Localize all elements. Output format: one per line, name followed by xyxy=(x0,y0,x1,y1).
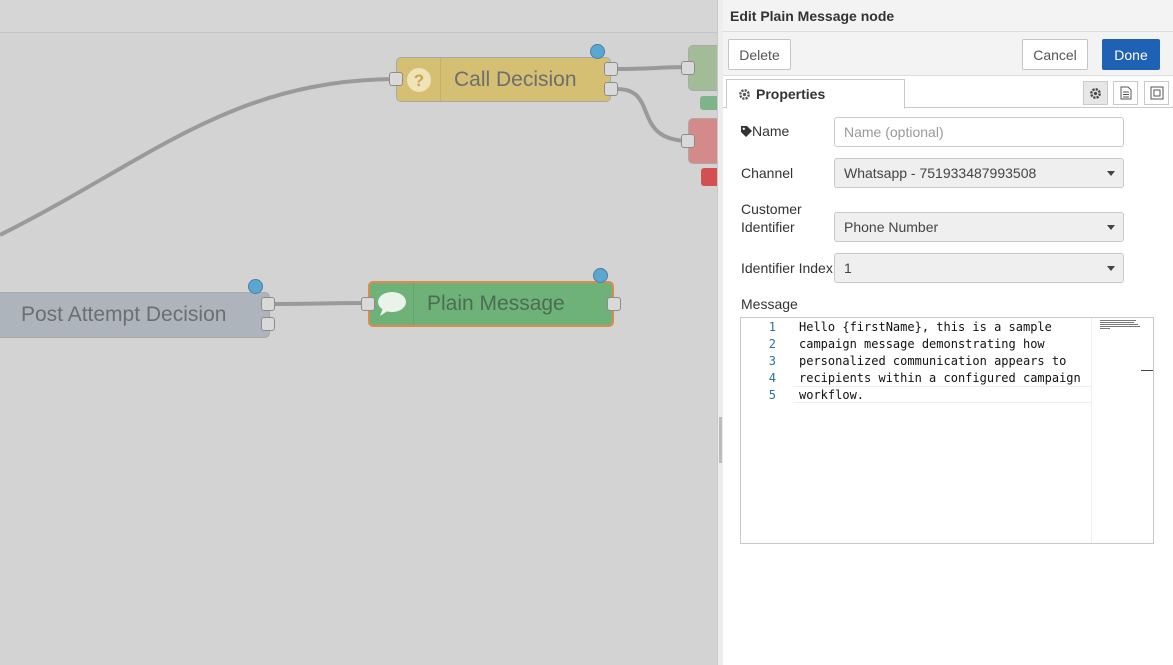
tray-title: Edit Plain Message node xyxy=(723,0,1173,32)
plain-message-input-port[interactable] xyxy=(361,297,375,311)
node-input-port[interactable] xyxy=(681,61,695,75)
line-number: 2 xyxy=(768,337,776,351)
call-decision-output-port-1[interactable] xyxy=(604,62,618,76)
call-decision-output-port-2[interactable] xyxy=(604,82,618,96)
plain-message-icon-area xyxy=(370,283,414,325)
editor-minimap[interactable] xyxy=(1091,318,1153,543)
tab-properties-label: Properties xyxy=(756,86,826,102)
tab-properties[interactable]: Properties xyxy=(726,79,905,109)
minimap-line xyxy=(1100,322,1134,323)
identifier-index-select[interactable]: 1 xyxy=(834,253,1124,283)
chevron-down-icon xyxy=(1107,171,1115,176)
customer-identifier-label-line1: Customer xyxy=(741,201,802,217)
minimap-line xyxy=(1100,324,1138,325)
message-label: Message xyxy=(741,296,798,312)
post-attempt-changed-indicator xyxy=(248,279,263,294)
call-decision-input-port[interactable] xyxy=(389,72,403,86)
question-icon: ? xyxy=(406,67,431,92)
tag-icon xyxy=(741,126,752,137)
customer-identifier-select-value: Phone Number xyxy=(844,219,939,235)
node-error-badge xyxy=(701,168,717,186)
plain-message-node[interactable]: Plain Message xyxy=(368,281,614,327)
editor-line[interactable]: campaign message demonstrating how xyxy=(799,337,1045,351)
editor-line[interactable]: Hello {firstName}, this is a sample xyxy=(799,320,1052,334)
channel-select[interactable]: Whatsapp - 751933487993508 xyxy=(834,158,1124,188)
edit-node-tray: Edit Plain Message node Delete Cancel Do… xyxy=(723,0,1173,665)
speech-bubble-icon xyxy=(377,292,406,316)
wire-call-decision-out-2 xyxy=(616,87,691,143)
flow-canvas[interactable]: ? Call Decision Post Attempt Decision Pl… xyxy=(0,0,717,665)
name-input[interactable] xyxy=(834,117,1124,147)
call-decision-icon-area: ? xyxy=(397,58,441,101)
plain-message-output-port[interactable] xyxy=(607,297,621,311)
editor-current-line xyxy=(793,386,1091,403)
plain-message-label: Plain Message xyxy=(427,292,565,315)
message-code-editor[interactable]: 1 2 3 4 5 Hello {firstName}, this is a s… xyxy=(740,317,1154,544)
post-attempt-output-port-2[interactable] xyxy=(261,317,275,331)
wire-post-to-plain xyxy=(274,301,369,306)
post-attempt-decision-node[interactable]: Post Attempt Decision xyxy=(0,292,270,338)
tray-toolbar: Delete Cancel Done xyxy=(723,32,1173,76)
call-decision-node[interactable]: ? Call Decision xyxy=(396,57,611,102)
editor-gutter: 1 2 3 4 5 xyxy=(741,318,791,543)
call-decision-label: Call Decision xyxy=(454,67,577,91)
svg-text:?: ? xyxy=(413,71,423,90)
cancel-button[interactable]: Cancel xyxy=(1022,39,1088,70)
customer-identifier-select[interactable]: Phone Number xyxy=(834,212,1124,242)
identifier-index-select-value: 1 xyxy=(844,260,852,276)
tray-tabs: Properties xyxy=(723,76,1173,109)
node-status-bar xyxy=(700,96,717,110)
appearance-icon xyxy=(1150,86,1163,100)
name-label-text: Name xyxy=(752,123,790,139)
tab-node-settings[interactable] xyxy=(1083,81,1108,105)
editor-line[interactable]: personalized communication appears to xyxy=(799,354,1067,368)
plain-message-changed-indicator xyxy=(593,268,608,283)
name-label: Name xyxy=(741,123,789,139)
post-attempt-output-port-1[interactable] xyxy=(261,297,275,311)
minimap-line xyxy=(1100,326,1140,327)
line-number: 4 xyxy=(768,371,776,385)
done-button[interactable]: Done xyxy=(1102,39,1160,70)
description-icon xyxy=(1120,86,1131,100)
tab-appearance[interactable] xyxy=(1144,81,1169,105)
tray-resize-splitter[interactable] xyxy=(717,0,723,665)
channel-select-value: Whatsapp - 751933487993508 xyxy=(844,165,1037,181)
line-number: 5 xyxy=(768,388,776,402)
chevron-down-icon xyxy=(1107,266,1115,271)
tab-description[interactable] xyxy=(1113,81,1138,105)
chevron-down-icon xyxy=(1107,225,1115,230)
wire-call-decision-in xyxy=(0,77,397,237)
node-input-port[interactable] xyxy=(681,134,695,148)
customer-identifier-label: Customer Identifier xyxy=(741,200,802,236)
call-decision-changed-indicator xyxy=(590,44,605,59)
delete-button[interactable]: Delete xyxy=(728,39,791,70)
post-attempt-decision-label: Post Attempt Decision xyxy=(21,303,227,326)
wire-call-decision-out-1 xyxy=(616,65,691,71)
canvas-top-bar xyxy=(0,0,717,33)
minimap-line xyxy=(1100,320,1136,321)
line-number: 3 xyxy=(768,354,776,368)
splitter-grip[interactable] xyxy=(719,417,722,463)
minimap-line xyxy=(1100,328,1110,329)
editor-line[interactable]: recipients within a configured campaign xyxy=(799,371,1081,385)
channel-label: Channel xyxy=(741,165,794,181)
gear-icon xyxy=(739,88,750,100)
identifier-index-label: Identifier Index xyxy=(741,260,833,276)
customer-identifier-label-line2: Identifier xyxy=(741,219,795,235)
gear-icon xyxy=(1090,87,1101,99)
editor-scrollbar-marker[interactable] xyxy=(1141,370,1153,371)
editor-line[interactable]: workflow. xyxy=(799,388,865,402)
line-number: 1 xyxy=(768,320,776,334)
